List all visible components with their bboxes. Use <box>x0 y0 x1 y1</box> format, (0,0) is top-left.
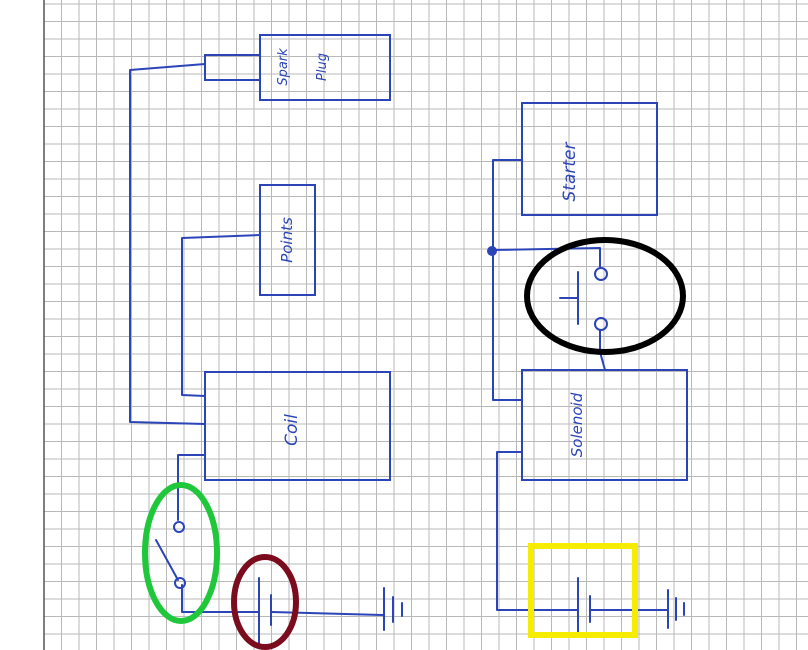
graph-paper-grid <box>44 0 808 650</box>
switch-contact-bottom <box>174 577 186 589</box>
ignition-ground-symbol <box>383 587 403 631</box>
coil-to-switch-wire <box>177 454 206 521</box>
starter-label: Starter <box>560 142 580 202</box>
coil-box <box>204 371 391 481</box>
switch-blade <box>155 539 179 581</box>
spark-plug-label-line1: Spark <box>276 48 291 86</box>
points: Points <box>259 184 316 296</box>
spark-plug: Spark Plug <box>204 34 391 101</box>
junction-to-solenoid-wire <box>492 249 523 401</box>
button-contact-top <box>594 267 608 281</box>
switch-contact-top <box>173 521 185 533</box>
black-highlight-push-button <box>524 237 686 355</box>
coil-label: Coil <box>282 414 302 446</box>
starter-circuit: Starter Solenoid <box>487 102 688 638</box>
spark-plug-label-line2: Plug <box>315 53 330 81</box>
starter-ground-symbol <box>667 589 685 629</box>
starter-to-junction-wire <box>492 159 523 251</box>
points-box <box>259 184 316 296</box>
coil: Coil <box>204 371 391 481</box>
junction-to-button-wire <box>492 247 601 269</box>
points-to-coil-wire <box>181 234 261 397</box>
ignition-switch <box>155 521 186 589</box>
maroon-highlight-battery <box>231 554 299 650</box>
yellow-highlight-starter-battery <box>528 543 638 638</box>
green-highlight-switch <box>142 482 220 624</box>
points-label: Points <box>278 217 296 263</box>
ignition-circuit: Spark Plug Points Coil <box>129 34 403 650</box>
spark-plug-to-coil-wire <box>129 63 206 425</box>
ignition-battery <box>258 577 272 646</box>
solenoid-to-battery-wire <box>496 451 579 611</box>
battery-to-ground-wire <box>271 611 385 616</box>
starter-push-button <box>559 267 608 331</box>
spark-plug-terminal <box>204 54 261 81</box>
junction-dot <box>487 246 497 256</box>
starter: Starter <box>521 102 658 216</box>
solenoid-label: Solenoid <box>568 392 586 457</box>
starter-battery <box>577 577 591 636</box>
starter-box <box>521 102 658 216</box>
button-contact-bottom <box>594 317 608 331</box>
